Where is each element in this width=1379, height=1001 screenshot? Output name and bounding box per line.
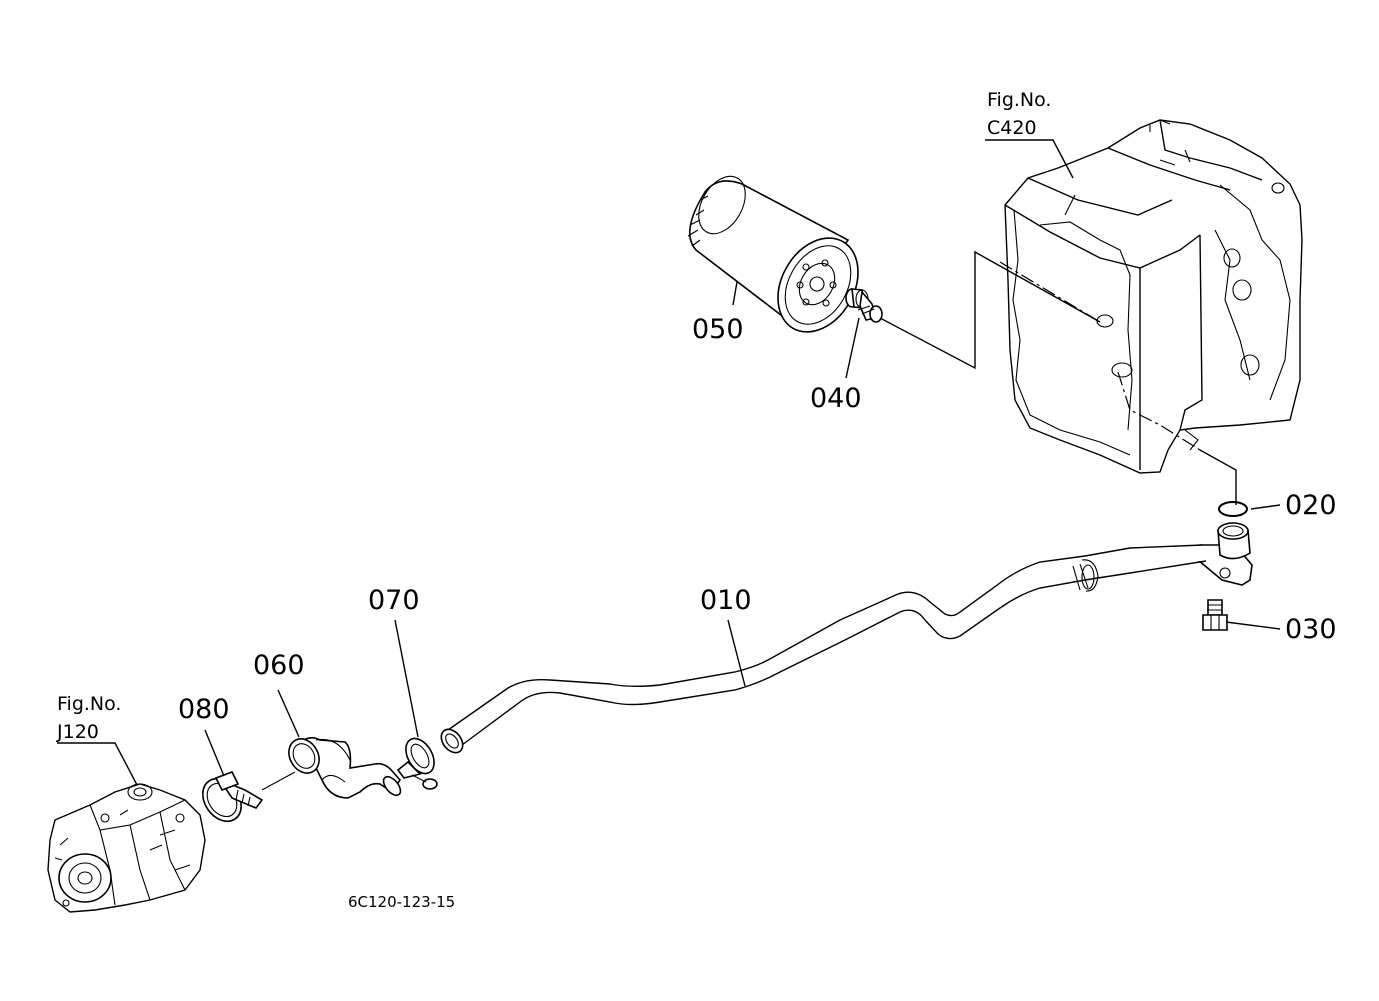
ref-j120-line1: Fig.No. — [57, 693, 121, 715]
leader-060 — [277, 689, 300, 738]
leader-070 — [394, 619, 419, 738]
o-ring — [1218, 501, 1248, 517]
part-label-010: 010 — [700, 585, 752, 616]
oil-filter — [687, 175, 859, 333]
part-label-070: 070 — [368, 585, 420, 616]
leader-080 — [204, 729, 225, 777]
leader-030 — [1225, 621, 1281, 630]
pipe-flange-elbow — [1197, 522, 1253, 586]
case-hidden-line — [999, 261, 1101, 323]
case-hidden-line-2 — [1117, 371, 1201, 451]
hose-clamp-070 — [396, 737, 438, 790]
hose-pump-link-line — [261, 771, 296, 791]
leader-j120 — [57, 742, 138, 786]
transmission-case — [1004, 119, 1303, 474]
ref-c420-line1: Fig.No. — [987, 89, 1051, 111]
part-label-050: 050 — [692, 314, 744, 345]
drawing-code: 6C120-123-15 — [348, 893, 455, 911]
leader-010 — [727, 619, 746, 687]
part-label-020: 020 — [1285, 490, 1337, 521]
part-label-030: 030 — [1285, 614, 1337, 645]
hydraulic-pump — [47, 783, 206, 913]
leader-050 — [732, 281, 738, 306]
leader-040 — [845, 317, 860, 379]
part-label-040: 040 — [810, 383, 862, 414]
filter-nipple — [845, 288, 883, 323]
part-label-060: 060 — [253, 650, 305, 681]
c420-leader — [985, 139, 1074, 179]
part-label-080: 080 — [178, 694, 230, 725]
suction-hose — [288, 737, 402, 799]
elbow-connection-leader — [1199, 449, 1237, 505]
hose-clamp-080 — [202, 770, 264, 823]
leader-020 — [1250, 504, 1281, 510]
callout-leaders — [57, 281, 1281, 786]
oil-pipe — [440, 544, 1207, 754]
filter-connection-leader — [879, 250, 1101, 370]
ref-c420-line2: C420 — [987, 117, 1037, 139]
ref-j120-line2: J120 — [56, 721, 99, 743]
bolt — [1202, 599, 1228, 631]
